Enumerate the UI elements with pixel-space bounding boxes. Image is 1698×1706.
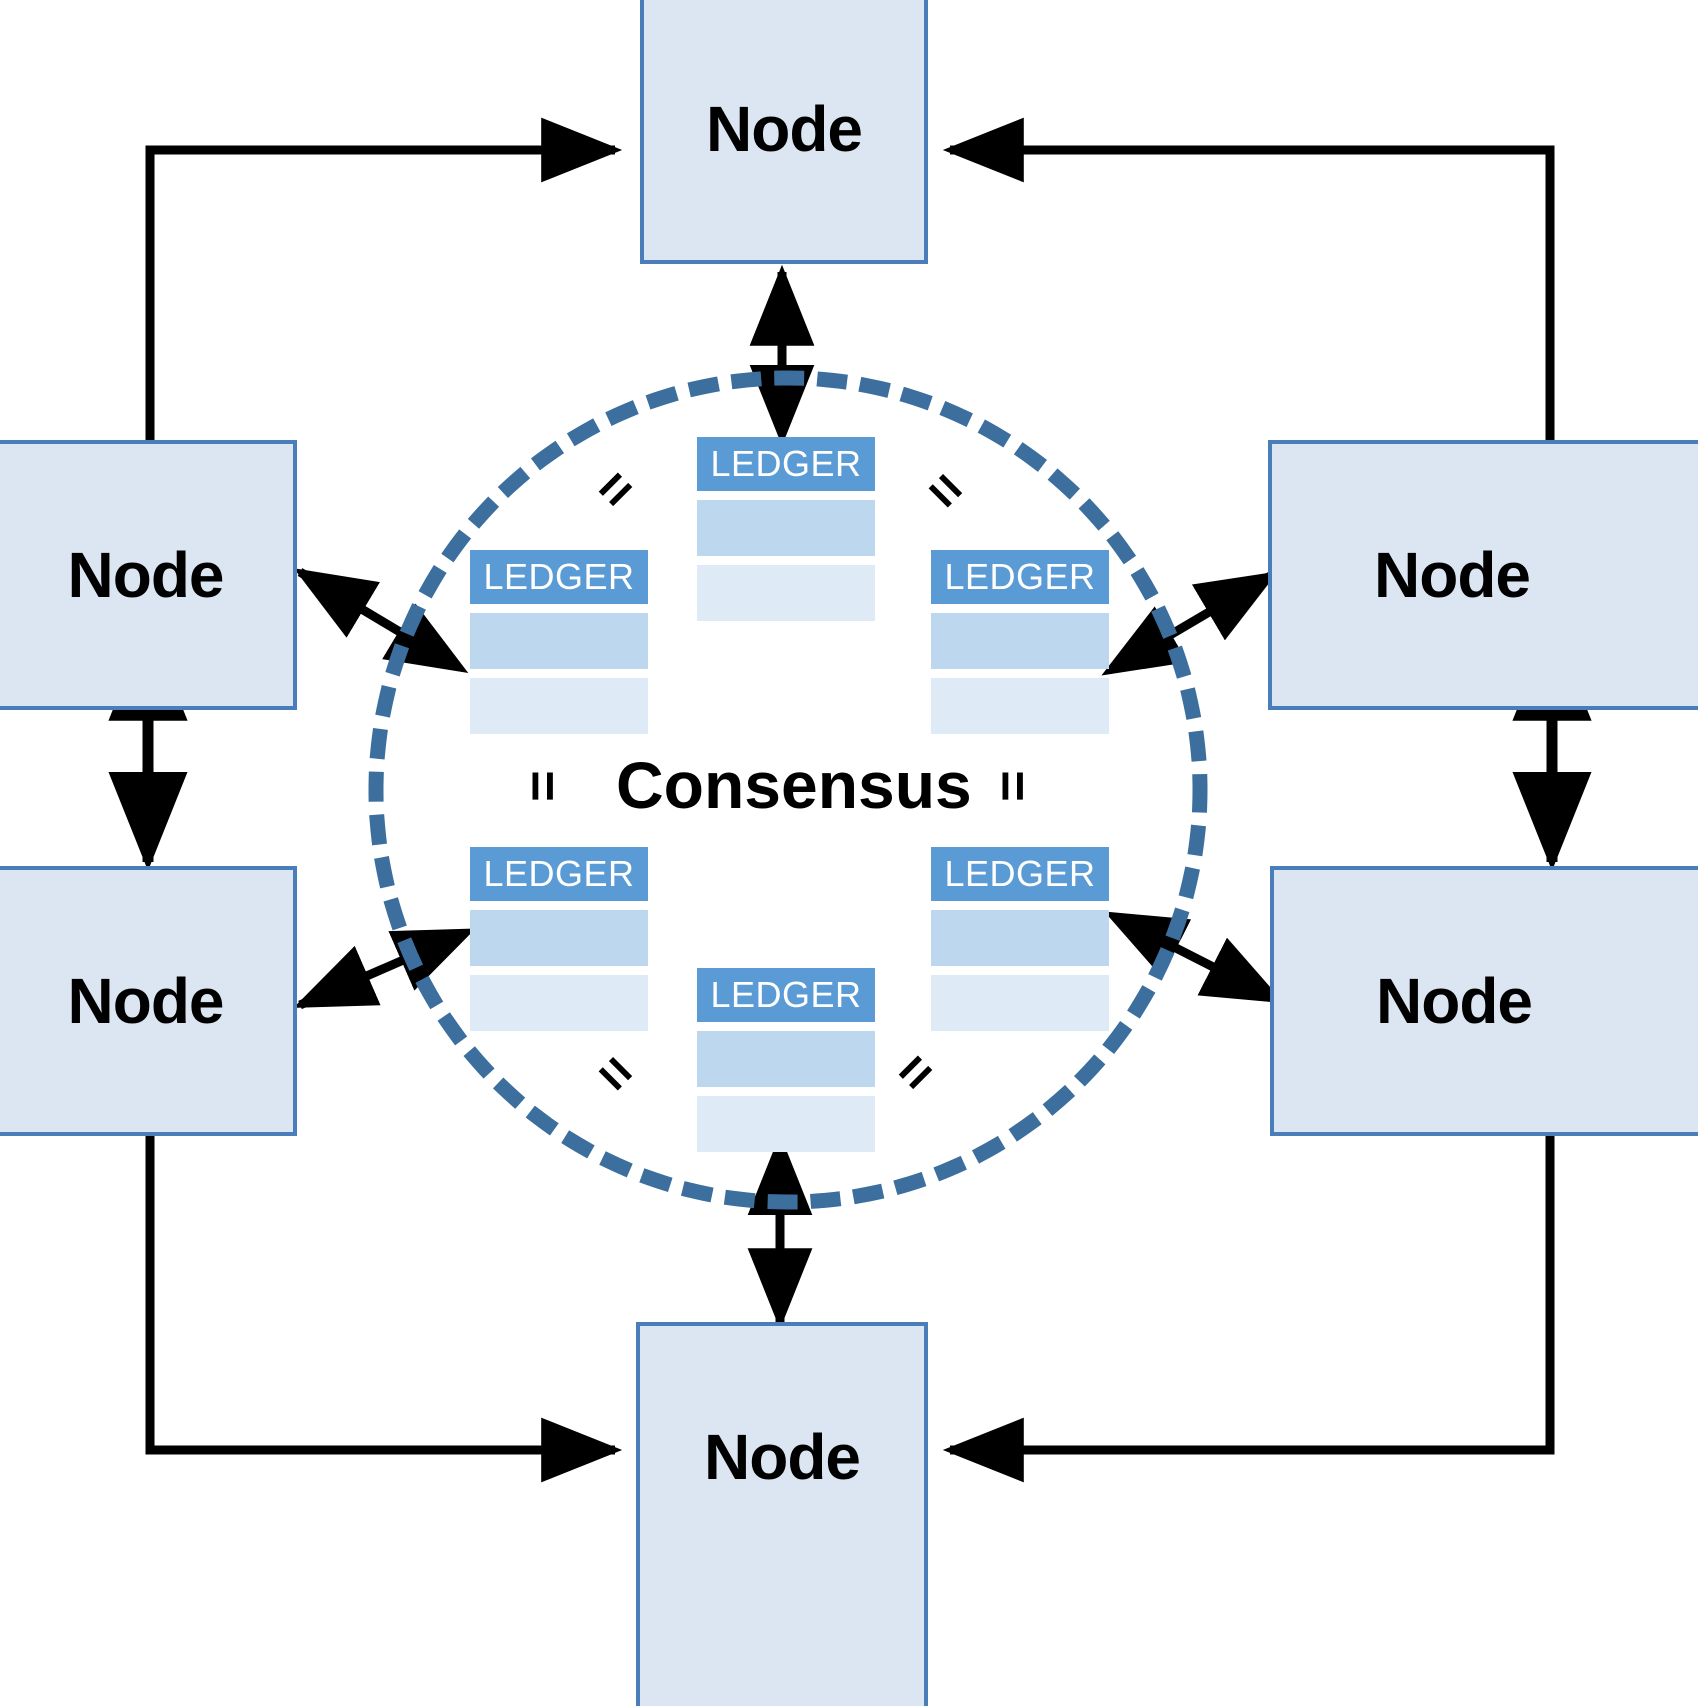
node-top-right[interactable]: Node xyxy=(1268,440,1698,710)
node-mid-left-label: Node xyxy=(67,965,225,1037)
ledger-upper-left-row-1 xyxy=(470,613,648,669)
node-bottom[interactable]: Node xyxy=(636,1322,928,1706)
node-top-left-label: Node xyxy=(67,539,225,611)
ledger-lower-right[interactable]: LEDGER xyxy=(931,847,1109,1031)
ledger-upper-left-header: LEDGER xyxy=(470,550,648,604)
node-top-left[interactable]: Node xyxy=(0,440,297,710)
equals-mid-right-icon: = xyxy=(982,770,1043,800)
equals-mid-left-icon: = xyxy=(512,770,573,800)
ledger-upper-right-row-2 xyxy=(931,678,1109,734)
ledger-upper-left[interactable]: LEDGER xyxy=(470,550,648,734)
ledger-lower-left-row-2 xyxy=(470,975,648,1031)
ledger-top[interactable]: LEDGER xyxy=(697,437,875,621)
arrow-topright-to-top xyxy=(942,117,1555,440)
ledger-top-header: LEDGER xyxy=(697,437,875,491)
consensus-label: Consensus xyxy=(616,748,972,822)
node-top-label: Node xyxy=(706,93,863,165)
ledger-lower-left[interactable]: LEDGER xyxy=(470,847,648,1031)
ledger-upper-right[interactable]: LEDGER xyxy=(931,550,1109,734)
ledger-bottom[interactable]: LEDGER xyxy=(697,968,875,1152)
node-mid-right[interactable]: Node xyxy=(1270,866,1698,1136)
arrow-circle-topleft-node xyxy=(293,568,469,673)
ledger-lower-right-row-1 xyxy=(931,910,1109,966)
node-top-right-label: Node xyxy=(1374,539,1531,611)
arrow-midright-to-bottom xyxy=(942,1135,1555,1483)
ledger-bottom-row-1 xyxy=(697,1031,875,1087)
ledger-bottom-header: LEDGER xyxy=(697,968,875,1022)
arrow-circle-midright-node xyxy=(1104,911,1285,1005)
ledger-upper-left-row-2 xyxy=(470,678,648,734)
arrow-topleft-to-top xyxy=(145,117,623,440)
ledger-bottom-row-2 xyxy=(697,1096,875,1152)
arrow-midleft-to-bottom xyxy=(145,1135,623,1483)
ledger-lower-left-row-1 xyxy=(470,910,648,966)
arrow-circle-midleft-node xyxy=(293,928,476,1010)
ledger-lower-right-row-2 xyxy=(931,975,1109,1031)
ledger-upper-right-header: LEDGER xyxy=(931,550,1109,604)
node-mid-right-label: Node xyxy=(1376,965,1533,1037)
ledger-upper-right-row-1 xyxy=(931,613,1109,669)
ledger-lower-left-header: LEDGER xyxy=(470,847,648,901)
ledger-top-row-1 xyxy=(697,500,875,556)
ledger-top-row-2 xyxy=(697,565,875,621)
node-mid-left[interactable]: Node xyxy=(0,866,297,1136)
arrow-circle-topright-node xyxy=(1101,571,1279,676)
ledger-lower-right-header: LEDGER xyxy=(931,847,1109,901)
node-top[interactable]: Node xyxy=(640,0,928,264)
node-bottom-label: Node xyxy=(704,1421,861,1493)
